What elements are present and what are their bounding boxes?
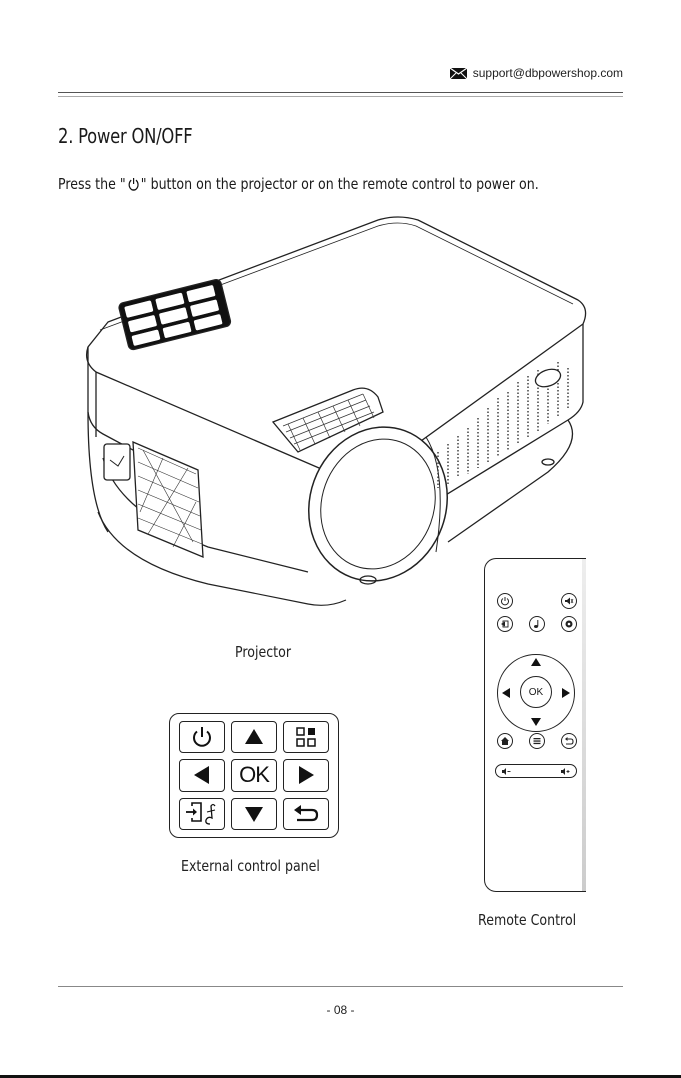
envelope-icon	[450, 68, 467, 79]
remote-back-button[interactable]	[561, 733, 577, 749]
up-arrow-icon	[242, 725, 266, 749]
panel-source-button[interactable]	[179, 798, 225, 830]
page-number: - 08 -	[0, 1003, 681, 1017]
projector-illustration	[78, 212, 588, 612]
source-icon	[500, 619, 510, 629]
volume-up-icon	[560, 767, 570, 776]
left-arrow-icon	[190, 763, 214, 787]
speaker-icon	[564, 596, 574, 606]
panel-power-button[interactable]	[179, 721, 225, 753]
remote-music-button[interactable]	[529, 616, 545, 632]
panel-right-button[interactable]	[283, 759, 329, 791]
panel-down-button[interactable]	[231, 798, 277, 830]
power-icon	[500, 596, 510, 606]
remote-menu-button[interactable]	[529, 733, 545, 749]
remote-power-button[interactable]	[497, 593, 513, 609]
external-control-panel: OK	[169, 713, 339, 838]
header-rule	[58, 92, 623, 93]
down-arrow-icon	[242, 802, 266, 826]
power-icon	[190, 725, 214, 749]
remote-up-arrow-icon[interactable]	[531, 658, 541, 666]
panel-menu-button[interactable]	[283, 721, 329, 753]
instruction-text: Press the "" button on the projector or …	[58, 175, 539, 193]
source-music-icon	[185, 802, 219, 826]
panel-back-button[interactable]	[283, 798, 329, 830]
remote-source-button[interactable]	[497, 616, 513, 632]
power-icon	[127, 177, 139, 191]
email-text: support@dbpowershop.com	[473, 66, 623, 80]
remote-caption: Remote Control	[478, 911, 576, 929]
remote-ok-button[interactable]: OK	[520, 676, 552, 708]
menu-grid-icon	[294, 725, 318, 749]
header-rule-secondary	[58, 96, 623, 97]
remote-volume-rocker[interactable]	[495, 764, 577, 778]
projector-caption: Projector	[235, 643, 291, 661]
panel-left-button[interactable]	[179, 759, 225, 791]
remote-home-button[interactable]	[497, 733, 513, 749]
panel-up-button[interactable]	[231, 721, 277, 753]
menu-icon	[532, 736, 542, 746]
section-title: 2. Power ON/OFF	[58, 124, 192, 148]
gear-icon	[564, 619, 574, 629]
back-icon	[292, 802, 320, 826]
home-icon	[500, 736, 510, 746]
ok-label: OK	[239, 762, 269, 788]
panel-caption: External control panel	[181, 857, 320, 875]
remote-left-arrow-icon[interactable]	[502, 688, 510, 698]
remote-down-arrow-icon[interactable]	[531, 718, 541, 726]
music-icon	[532, 619, 542, 629]
remote-control: OK	[484, 558, 586, 892]
remote-right-arrow-icon[interactable]	[562, 688, 570, 698]
remote-mute-button[interactable]	[561, 593, 577, 609]
back-icon	[564, 736, 574, 746]
volume-down-icon	[501, 767, 511, 776]
panel-ok-button[interactable]: OK	[231, 759, 277, 791]
remote-settings-button[interactable]	[561, 616, 577, 632]
header-email: support@dbpowershop.com	[450, 66, 623, 80]
footer-rule	[58, 986, 623, 987]
right-arrow-icon	[294, 763, 318, 787]
